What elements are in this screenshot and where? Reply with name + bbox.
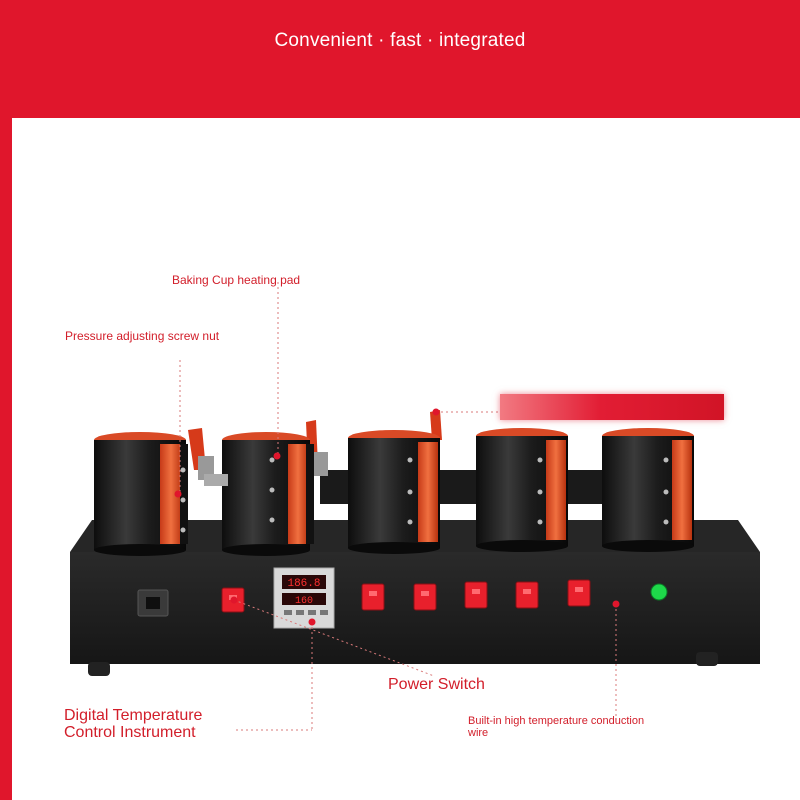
foot-left bbox=[88, 662, 110, 676]
label-temperature-control-line1: Digital Temperature bbox=[64, 707, 203, 724]
cup-heater-4[interactable] bbox=[476, 428, 568, 552]
banner-title: Convenient · fast · integrated bbox=[274, 30, 526, 51]
cup-heater-2[interactable] bbox=[204, 420, 328, 556]
callout-dot-tag bbox=[432, 408, 440, 416]
callout-dot-wire bbox=[612, 600, 620, 608]
cup-heater-5[interactable] bbox=[602, 428, 694, 552]
foot-right bbox=[696, 652, 718, 666]
heater-switch-2[interactable] bbox=[413, 583, 437, 611]
label-heating-pad: Baking Cup heating pad bbox=[172, 273, 301, 287]
callout-dot-heating-pad bbox=[273, 452, 281, 460]
controller-display-bottom: 160 bbox=[295, 596, 313, 607]
callout-dot-controller bbox=[308, 618, 316, 626]
cup-heater-3[interactable] bbox=[348, 410, 442, 554]
label-temperature-control-line2: Control Instrument bbox=[64, 724, 196, 741]
temperature-controller[interactable]: 186.8 160 bbox=[273, 567, 335, 629]
label-screw-nut: Pressure adjusting screw nut bbox=[65, 329, 220, 343]
label-conduction-wire-line2: wire bbox=[468, 727, 489, 739]
label-conduction-wire-line1: Built-in high temperature conduction bbox=[468, 715, 645, 727]
controller-display-top: 186.8 bbox=[287, 578, 320, 590]
heater-switch-1[interactable] bbox=[361, 583, 385, 611]
heater-switch-3[interactable] bbox=[464, 581, 488, 609]
heater-switch-5[interactable] bbox=[567, 579, 591, 607]
heater-switch-4[interactable] bbox=[515, 581, 539, 609]
power-socket[interactable] bbox=[137, 589, 169, 617]
blurred-red-label-tag bbox=[500, 394, 724, 420]
callout-dot-power-switch bbox=[230, 596, 238, 604]
callout-dot-screw-nut bbox=[174, 490, 182, 498]
green-indicator-light bbox=[650, 583, 668, 601]
label-power-switch: Power Switch bbox=[388, 676, 485, 693]
